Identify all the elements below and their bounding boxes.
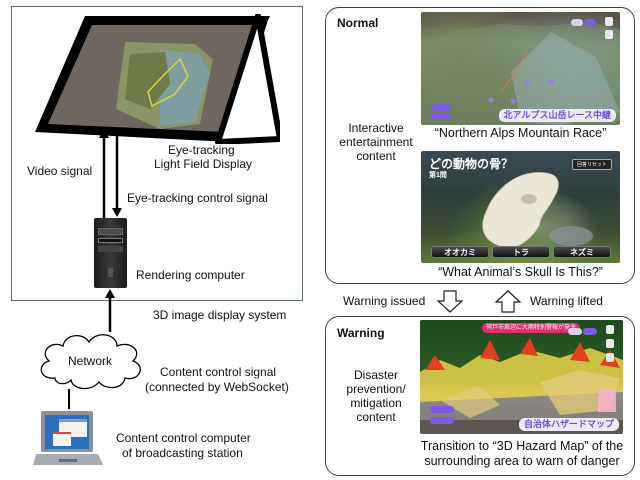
warning-mode-panel <box>325 316 635 476</box>
normal-mode-panel <box>325 7 635 284</box>
broadcast-computer-line1: Content control computer <box>116 431 251 445</box>
hazard-map-screenshot: 神戸市周辺に大雨特別警報が発令 自治体ハザードマップ <box>420 320 623 434</box>
mountain-overlay-label: 北アルプス山岳レース中継 <box>498 109 616 122</box>
network-label: Network <box>68 354 113 368</box>
skull-icon <box>482 172 593 249</box>
mountain-terrain-icon <box>421 22 620 125</box>
skull-quiz-screenshot: どの動物の骨？ 第1問 回答リセット オオカミ トラ ネズミ <box>421 151 620 263</box>
eye-tracking-arrow <box>112 130 122 217</box>
quiz-question: どの動物の骨？ <box>429 157 514 171</box>
quiz-round: 第1問 <box>429 172 447 179</box>
content-control-signal-line1: Content control signal <box>160 365 277 379</box>
display-system-boundary <box>11 6 303 301</box>
hazard-overlay-label: 自治体ハザードマップ <box>518 418 619 431</box>
display-label-line2: Light Field Display <box>154 157 253 171</box>
hazard-alert-banner: 神戸市周辺に大雨特別警報が発令 <box>482 323 581 333</box>
warning-panel-title: Warning <box>337 326 385 340</box>
warning-description-line4: content <box>356 410 396 424</box>
normal-description-line3: content <box>356 149 396 163</box>
laptop-icon <box>33 411 103 465</box>
arrow-up-icon <box>494 290 522 313</box>
warning-description-line2: prevention/ <box>346 382 406 396</box>
hazard-caption-line1: Transition to “3D Hazard Map” of the <box>420 439 624 453</box>
network-link-line <box>68 389 70 409</box>
system-label: 3D image display system <box>153 308 287 322</box>
arrow-down-icon <box>436 290 464 313</box>
video-signal-arrow <box>99 129 109 218</box>
reset-answer-button[interactable]: 回答リセット <box>571 159 612 170</box>
mountain-race-caption: “Northern Alps Mountain Race” <box>434 126 607 140</box>
terrain-map-icon <box>116 42 213 129</box>
answer-button-mouse[interactable]: ネズミ <box>553 246 611 258</box>
eye-tracking-control-label: Eye-tracking control signal <box>127 191 268 205</box>
normal-description-line2: entertainment <box>339 135 413 149</box>
content-control-arrow <box>105 289 115 332</box>
warning-description-line3: mitigation <box>350 396 402 410</box>
normal-panel-title: Normal <box>337 16 379 30</box>
answer-button-tiger[interactable]: トラ <box>492 246 550 258</box>
hazard-caption-line2: surrounding area to warn of danger <box>424 454 620 468</box>
warning-description-line1: Disaster <box>353 368 398 382</box>
broadcast-computer-line2: of broadcasting station <box>122 446 243 460</box>
display-label-line1: Eye-tracking <box>168 143 235 157</box>
light-field-display-icon <box>35 14 280 144</box>
content-control-signal-line2: (connected by WebSocket) <box>145 380 289 394</box>
answer-button-wolf[interactable]: オオカミ <box>431 246 489 258</box>
signal-arrows <box>99 129 122 218</box>
video-signal-label: Video signal <box>27 164 93 178</box>
mountain-race-screenshot: 北アルプス山岳レース中継 <box>421 12 620 125</box>
warning-issued-label: Warning issued <box>343 294 426 308</box>
rendering-computer-icon <box>94 218 127 288</box>
skull-quiz-caption: “What Animal’s Skull Is This?” <box>438 265 603 279</box>
rendering-computer-label: Rendering computer <box>136 268 245 282</box>
warning-lifted-label: Warning lifted <box>530 294 603 308</box>
normal-description-line1: Interactive <box>348 121 404 135</box>
network-cloud-icon <box>40 334 141 390</box>
